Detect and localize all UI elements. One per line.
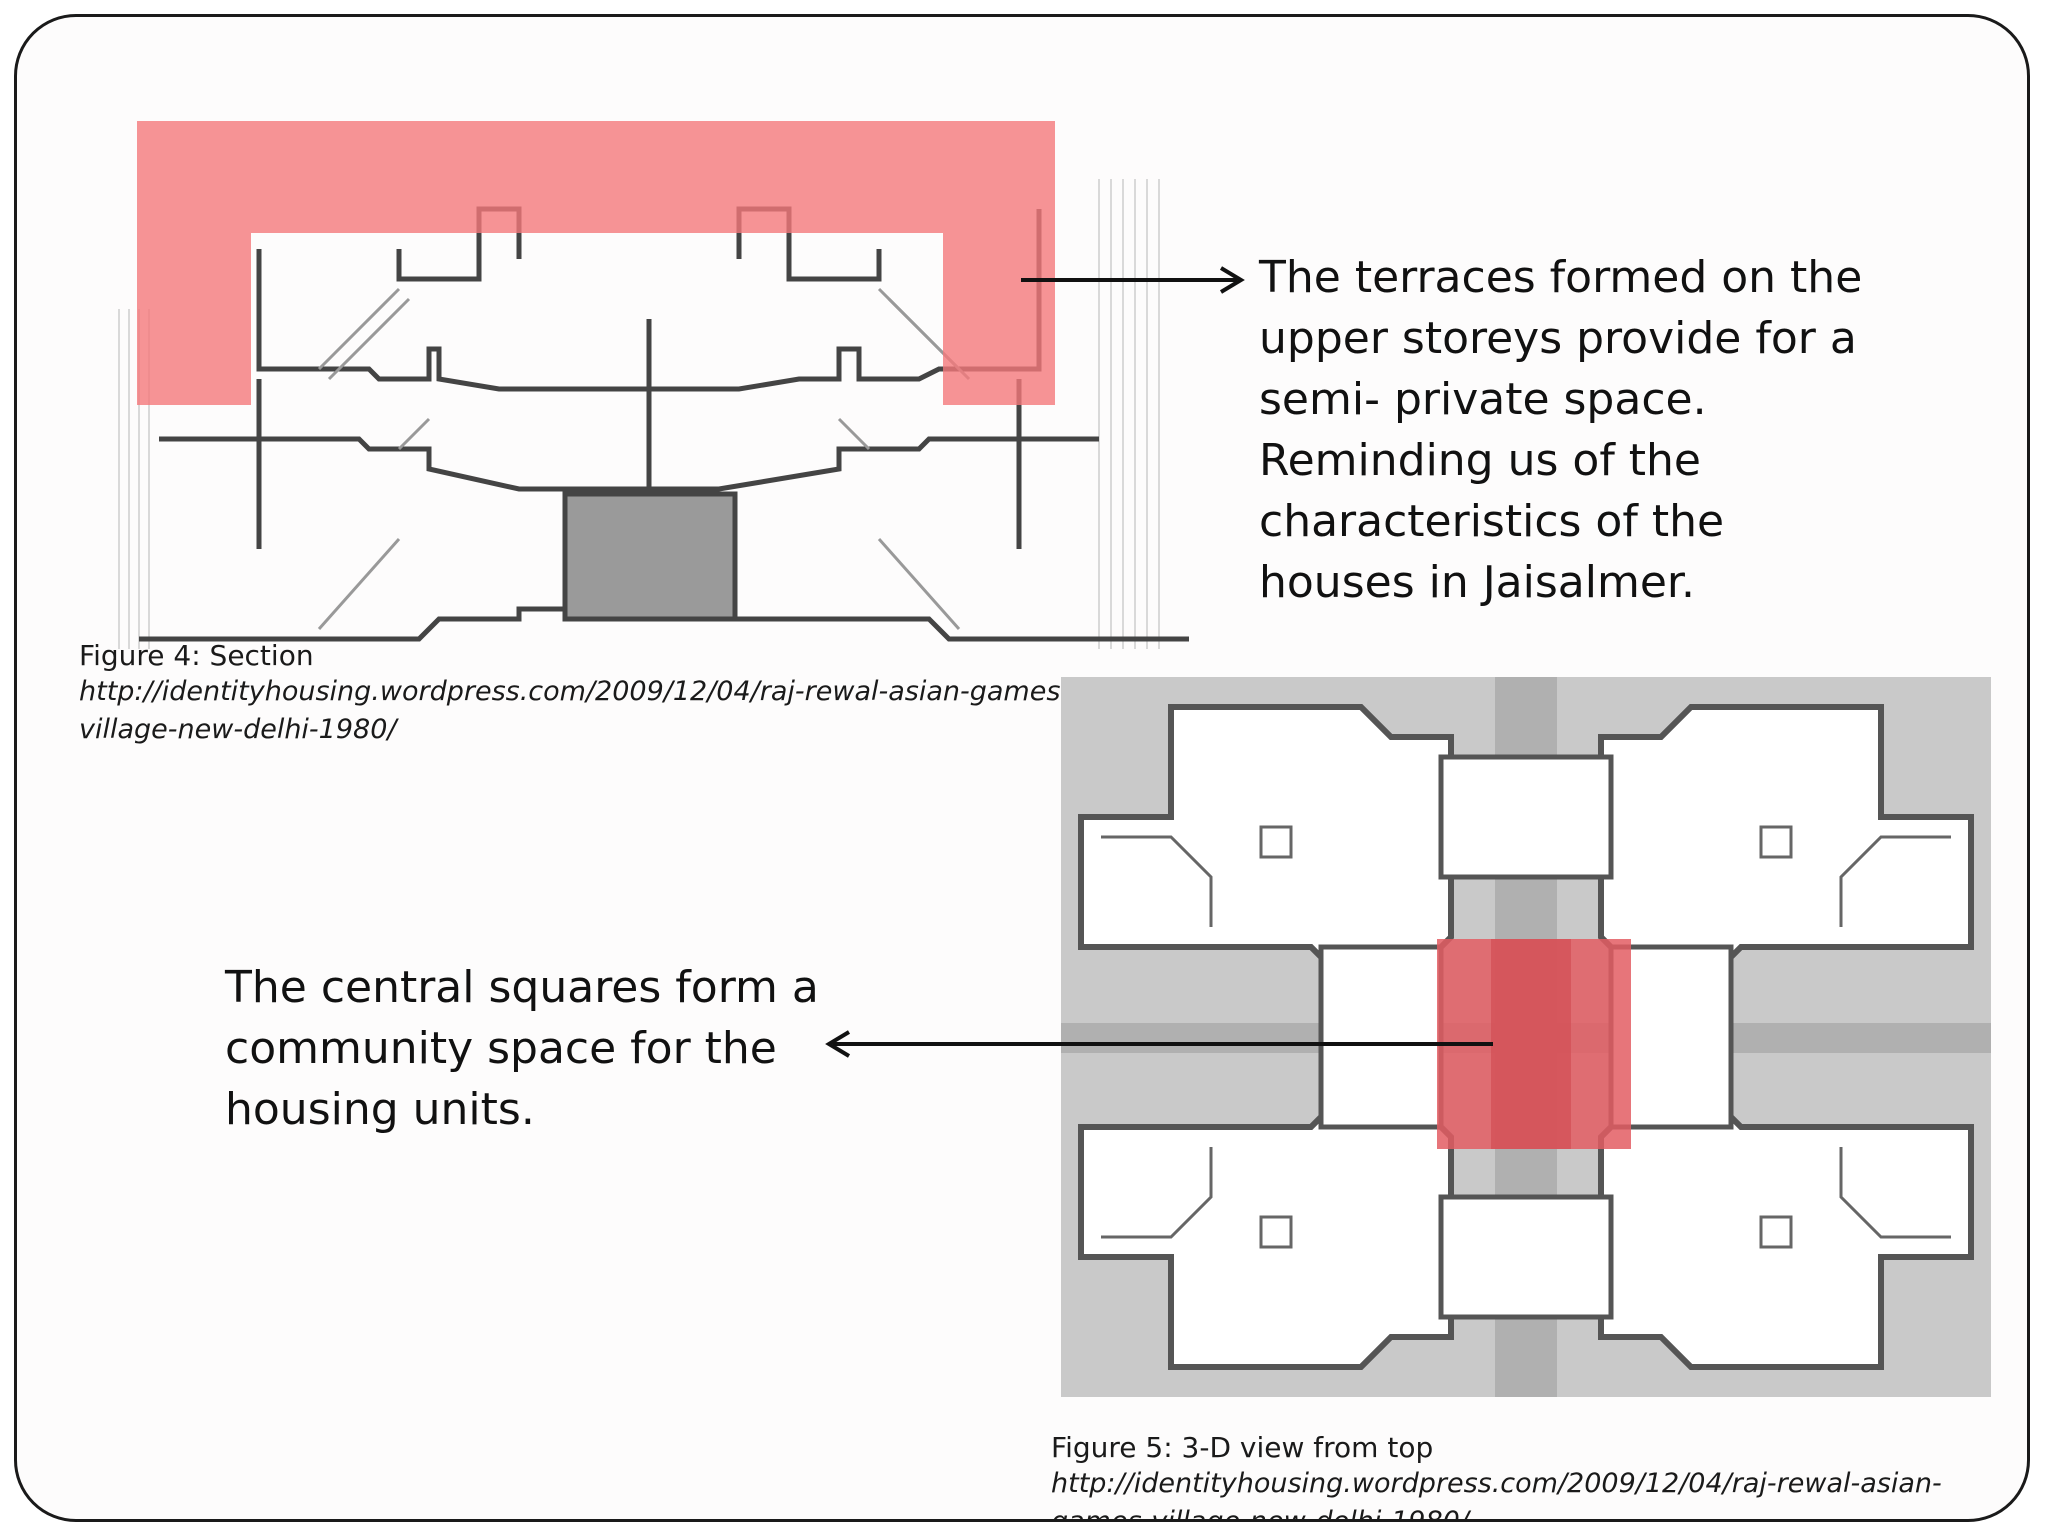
figure-4-label: Figure 4: Section: [79, 639, 314, 672]
figure-4-url: http://identityhousing.wordpress.com/200…: [79, 676, 1071, 745]
figure-5-url: http://identityhousing.wordpress.com/200…: [1051, 1468, 1942, 1522]
terraces-arrow: [1021, 266, 1245, 294]
terraces-description: The terraces formed on the upper storeys…: [1259, 252, 1863, 608]
central-squares-description: The central squares form a community spa…: [225, 962, 819, 1135]
slide-frame: Figure 4: Section http://identityhousing…: [14, 14, 2030, 1522]
section-drawing: [118, 121, 1189, 649]
figure-5-label: Figure 5: 3-D view from top: [1051, 1431, 1434, 1464]
top-view-drawing: [1061, 677, 1991, 1397]
central-squares-arrow: [825, 1030, 1493, 1058]
